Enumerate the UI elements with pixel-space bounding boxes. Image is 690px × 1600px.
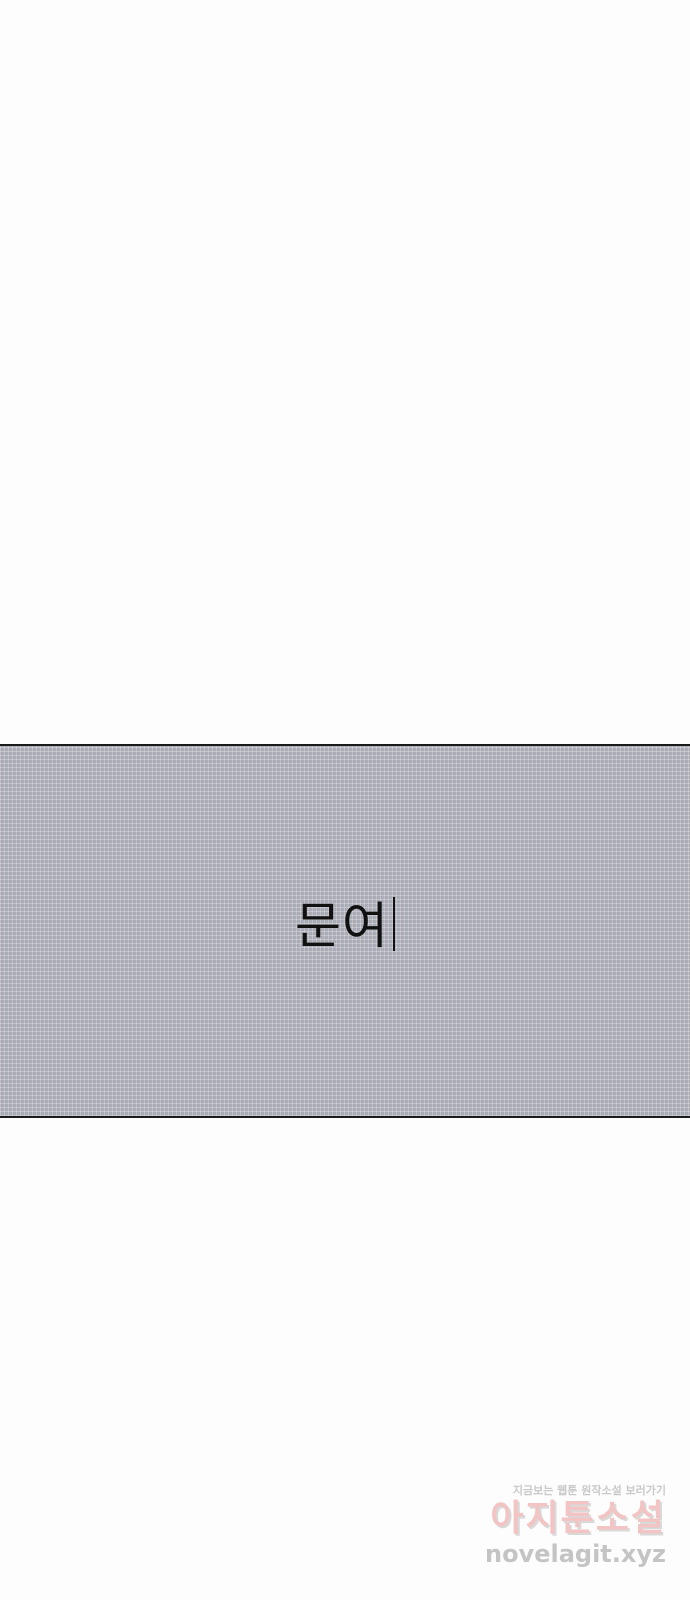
text-cursor — [393, 897, 395, 951]
text-panel: 문여 — [0, 744, 690, 1118]
watermark-brand: 아지툰소설 — [490, 1498, 666, 1539]
watermark-url: novelagit.xyz — [484, 1540, 666, 1568]
panel-text: 문여 — [295, 897, 389, 955]
watermark: 지금보는 웹툰 원작소설 보러가기 아지툰소설 novelagit.xyz — [466, 1484, 666, 1568]
watermark-tagline: 지금보는 웹툰 원작소설 보러가기 — [512, 1484, 666, 1497]
panel-text-line: 문여 — [0, 896, 690, 956]
